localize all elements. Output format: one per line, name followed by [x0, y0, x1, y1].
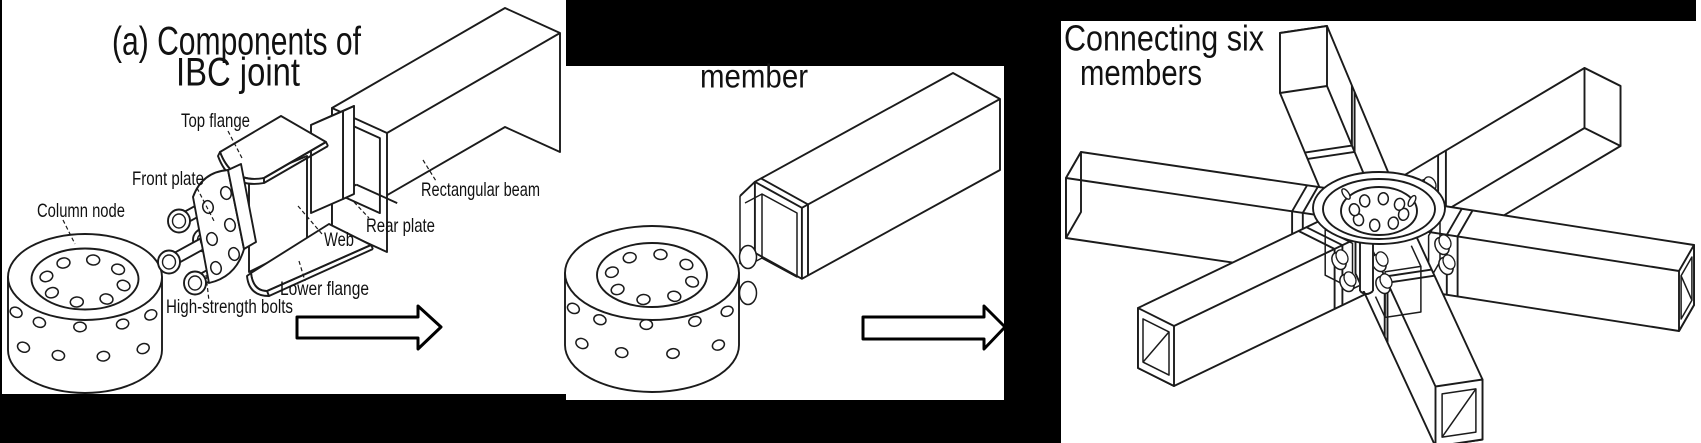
svg-text:Lower flange: Lower flange	[280, 278, 369, 300]
svg-text:Connecting six: Connecting six	[1064, 18, 1264, 59]
svg-text:(a) Components of: (a) Components of	[112, 20, 362, 64]
svg-text:member: member	[700, 58, 808, 95]
svg-text:IBC joint: IBC joint	[176, 51, 300, 95]
svg-text:High-strength bolts: High-strength bolts	[166, 296, 293, 318]
svg-text:Rectangular beam: Rectangular beam	[421, 179, 540, 201]
svg-text:Front plate: Front plate	[132, 168, 204, 190]
svg-text:members: members	[1080, 52, 1202, 93]
svg-text:Web: Web	[324, 229, 354, 251]
svg-text:Rear plate: Rear plate	[366, 215, 435, 237]
svg-text:Top flange: Top flange	[181, 110, 250, 132]
svg-text:Column node: Column node	[37, 200, 125, 222]
